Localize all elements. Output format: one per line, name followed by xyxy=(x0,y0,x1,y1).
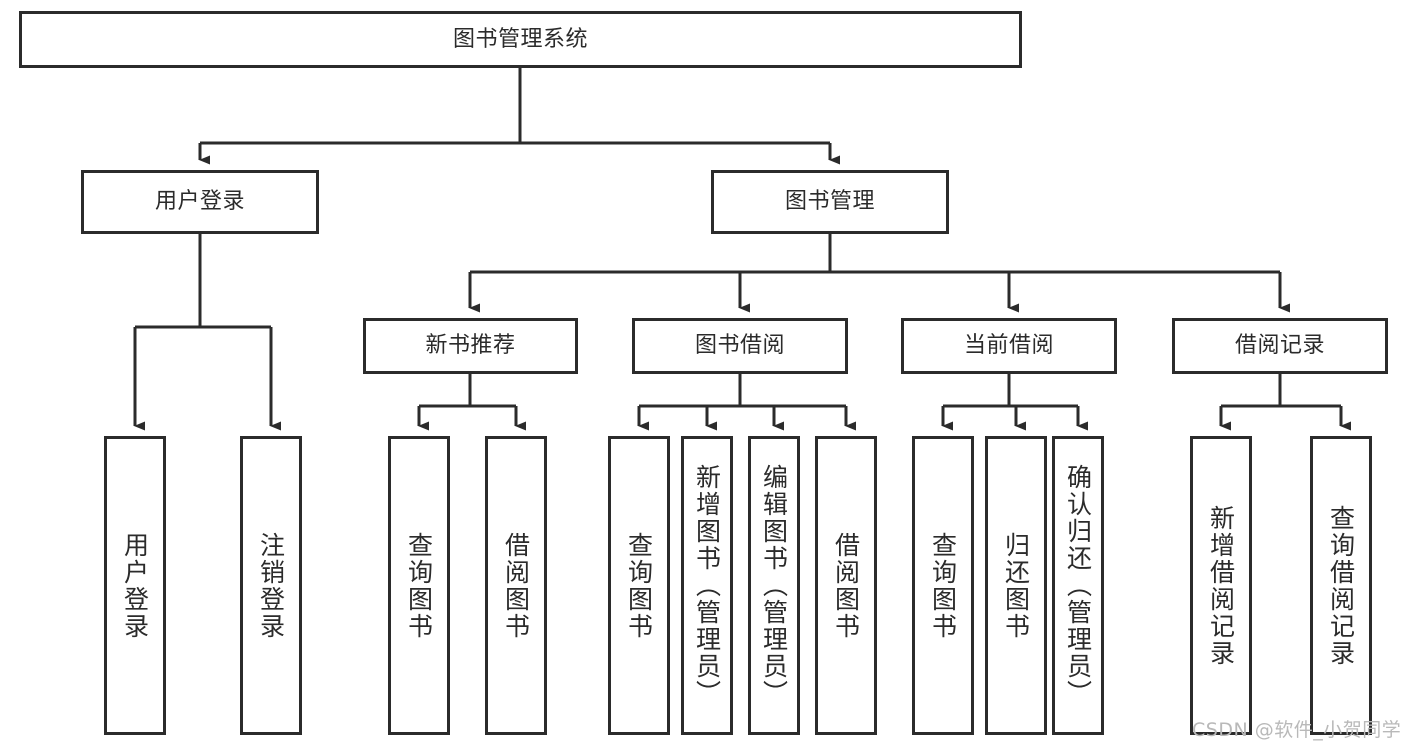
node-leaf-add-record[interactable]: 新增借阅记录 xyxy=(1190,436,1252,735)
node-label-leaf-confirm-return: 确认归还（管理员） xyxy=(1063,464,1093,707)
node-leaf-user-login[interactable]: 用户登录 xyxy=(104,436,166,735)
node-book-manage[interactable]: 图书管理 xyxy=(711,170,949,234)
node-label-leaf-return-book: 归还图书 xyxy=(1001,531,1031,640)
node-leaf-user-logout[interactable]: 注销登录 xyxy=(240,436,302,735)
node-label-leaf-user-login: 用户登录 xyxy=(120,531,150,640)
node-leaf-return-book[interactable]: 归还图书 xyxy=(985,436,1047,735)
node-label-leaf-edit-book: 编辑图书（管理员） xyxy=(759,464,789,707)
node-label-leaf-borrow-book-1: 借阅图书 xyxy=(501,531,531,640)
node-label-leaf-add-book: 新增图书（管理员） xyxy=(692,464,722,707)
node-leaf-query-record[interactable]: 查询借阅记录 xyxy=(1310,436,1372,735)
node-leaf-confirm-return[interactable]: 确认归还（管理员） xyxy=(1052,436,1104,735)
node-label-current-borrow: 当前借阅 xyxy=(963,333,1054,359)
node-label-root: 图书管理系统 xyxy=(452,26,588,52)
node-book-borrow[interactable]: 图书借阅 xyxy=(632,318,848,374)
node-label-leaf-add-record: 新增借阅记录 xyxy=(1206,504,1236,667)
node-label-book-manage: 图书管理 xyxy=(784,189,875,215)
node-label-leaf-query-book-3: 查询图书 xyxy=(928,531,958,640)
node-label-borrow-record: 借阅记录 xyxy=(1234,333,1325,359)
node-borrow-record[interactable]: 借阅记录 xyxy=(1172,318,1388,374)
node-label-leaf-user-logout: 注销登录 xyxy=(256,531,286,640)
node-leaf-query-book-2[interactable]: 查询图书 xyxy=(608,436,670,735)
node-leaf-query-book-3[interactable]: 查询图书 xyxy=(912,436,974,735)
node-label-leaf-query-book-2: 查询图书 xyxy=(624,531,654,640)
node-label-book-borrow: 图书借阅 xyxy=(694,333,785,359)
node-current-borrow[interactable]: 当前借阅 xyxy=(901,318,1117,374)
node-new-book-rec[interactable]: 新书推荐 xyxy=(363,318,578,374)
node-leaf-query-book-1[interactable]: 查询图书 xyxy=(388,436,450,735)
node-leaf-borrow-book-2[interactable]: 借阅图书 xyxy=(815,436,877,735)
node-label-leaf-query-record: 查询借阅记录 xyxy=(1326,504,1356,667)
node-label-leaf-query-book-1: 查询图书 xyxy=(404,531,434,640)
node-leaf-edit-book[interactable]: 编辑图书（管理员） xyxy=(748,436,800,735)
node-label-leaf-borrow-book-2: 借阅图书 xyxy=(831,531,861,640)
node-user-login[interactable]: 用户登录 xyxy=(81,170,319,234)
node-leaf-borrow-book-1[interactable]: 借阅图书 xyxy=(485,436,547,735)
node-root[interactable]: 图书管理系统 xyxy=(19,11,1022,68)
node-leaf-add-book[interactable]: 新增图书（管理员） xyxy=(681,436,733,735)
node-label-user-login: 用户登录 xyxy=(154,189,245,215)
node-label-new-book-rec: 新书推荐 xyxy=(425,333,516,359)
